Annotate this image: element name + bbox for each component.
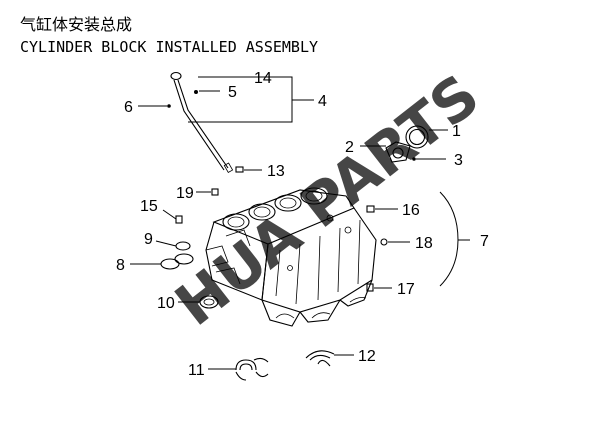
oil-seal-1 xyxy=(405,125,429,149)
callout-11: 11 xyxy=(188,362,205,379)
callout-14: 14 xyxy=(254,70,272,87)
bolt-16 xyxy=(366,205,375,213)
dipstick-clip-5 xyxy=(194,90,198,94)
callout-5: 5 xyxy=(228,84,237,101)
plug-19 xyxy=(211,188,219,196)
callout-2: 2 xyxy=(345,139,354,156)
callout-10: 10 xyxy=(157,295,175,312)
callout-17: 17 xyxy=(397,281,415,298)
dipstick-tube xyxy=(177,79,229,169)
title-chinese: 气缸体安装总成 xyxy=(20,15,132,34)
plug-13 xyxy=(235,166,244,173)
ring-9 xyxy=(175,241,191,251)
seal-plate-2 xyxy=(385,141,411,163)
callout-13: 13 xyxy=(267,163,285,180)
cylinder-block xyxy=(205,187,377,327)
callout-16: 16 xyxy=(402,202,420,219)
dipstick-seal-6 xyxy=(167,104,171,108)
title-english: CYLINDER BLOCK INSTALLED ASSEMBLY xyxy=(20,38,318,56)
callout-3: 3 xyxy=(454,152,463,169)
callout-19: 19 xyxy=(176,185,194,202)
dipstick-tip xyxy=(223,162,234,174)
ring-8b xyxy=(174,253,194,265)
bracket-4 xyxy=(188,76,293,123)
watermark: HUA PARTS xyxy=(163,61,492,339)
dipstick-assembly xyxy=(167,71,234,174)
bearing-shell-12 xyxy=(305,350,335,367)
bolt-3 xyxy=(412,157,416,161)
seal-rings xyxy=(160,241,219,309)
ring-8a xyxy=(160,258,180,270)
plug-15 xyxy=(175,215,183,224)
callout-6: 6 xyxy=(124,99,133,116)
dipstick-handle-ring xyxy=(170,71,182,81)
callout-18: 18 xyxy=(415,235,433,252)
callout-7: 7 xyxy=(480,233,489,250)
bracket-7 xyxy=(439,191,459,287)
callout-15: 15 xyxy=(140,198,158,215)
callout-1: 1 xyxy=(452,123,461,140)
plug-18 xyxy=(380,238,388,246)
thrust-washers-11 xyxy=(235,357,269,381)
callout-12: 12 xyxy=(358,348,376,365)
callout-8: 8 xyxy=(116,257,125,274)
rear-seal-group xyxy=(385,125,429,163)
callout-4: 4 xyxy=(318,93,327,110)
callout-9: 9 xyxy=(144,231,153,248)
